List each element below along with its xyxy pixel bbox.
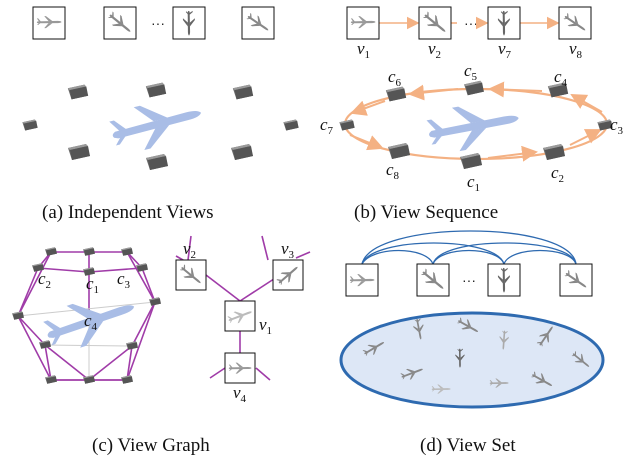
ellipsis: ··· bbox=[151, 15, 165, 31]
camera-label: c1 bbox=[467, 172, 480, 194]
camera-icon bbox=[83, 247, 95, 256]
view-node bbox=[224, 300, 256, 332]
caption-b: (b) View Sequence bbox=[354, 202, 498, 223]
view-label: v2 bbox=[183, 239, 196, 261]
camera-icon bbox=[388, 143, 410, 159]
camera-icon bbox=[283, 119, 299, 131]
view-label: v7 bbox=[498, 39, 512, 61]
caption-c: (c) View Graph bbox=[92, 435, 210, 456]
camera-label: c4 bbox=[84, 311, 98, 333]
camera-icon bbox=[45, 375, 57, 384]
view-thumbnail bbox=[418, 6, 452, 40]
view-thumbnail bbox=[416, 263, 450, 297]
caption-d: (d) View Set bbox=[420, 435, 516, 456]
view-thumbnail bbox=[487, 6, 521, 40]
view-thumbnail bbox=[172, 6, 206, 40]
camera-icon bbox=[45, 247, 57, 256]
view-label: v1 bbox=[259, 315, 272, 337]
loop-arrow bbox=[569, 129, 602, 146]
camera-icon bbox=[149, 297, 161, 306]
panel-a: ··· (a) Independent Views bbox=[22, 6, 299, 223]
camera-icon bbox=[145, 82, 167, 98]
loop-arrow bbox=[349, 134, 384, 151]
airplane-icon bbox=[107, 91, 207, 157]
view-node bbox=[175, 259, 207, 291]
view-thumbnail bbox=[558, 6, 592, 40]
camera-label: c2 bbox=[551, 163, 564, 185]
camera-label: c7 bbox=[320, 115, 334, 137]
camera-icon bbox=[146, 154, 168, 170]
camera-label: c4 bbox=[554, 67, 568, 89]
view-label: v3 bbox=[281, 239, 295, 261]
view-thumbnail bbox=[103, 6, 137, 40]
view-label: v2 bbox=[428, 39, 441, 61]
view-node bbox=[224, 352, 256, 384]
camera-icon bbox=[339, 119, 355, 131]
camera-label: c8 bbox=[386, 160, 400, 182]
view-thumbnail bbox=[345, 263, 379, 297]
set-links bbox=[361, 230, 577, 265]
camera-icon bbox=[231, 144, 253, 160]
view-set-ellipse bbox=[339, 311, 605, 409]
camera-icon bbox=[12, 311, 24, 320]
panel-c: c2 c1 c3 c4 bbox=[12, 235, 311, 456]
camera-icon bbox=[121, 247, 133, 256]
camera-icon bbox=[22, 119, 38, 131]
camera-icon bbox=[460, 153, 482, 169]
camera-label: c3 bbox=[117, 269, 131, 291]
camera-icon bbox=[121, 375, 133, 384]
camera-label: c6 bbox=[388, 67, 402, 89]
view-thumbnail bbox=[346, 6, 380, 40]
camera-icon bbox=[126, 341, 138, 350]
loop-arrow bbox=[570, 94, 603, 113]
loop-arrow bbox=[488, 81, 543, 98]
loop-arrow bbox=[408, 84, 459, 101]
airplane-icon bbox=[425, 96, 523, 156]
camera-icon bbox=[232, 84, 254, 100]
camera-label: c5 bbox=[464, 61, 478, 83]
view-thumbnail bbox=[487, 263, 521, 297]
camera-icon bbox=[67, 84, 89, 100]
view-label: v8 bbox=[569, 39, 583, 61]
panel-b: ··· v1 v2 v7 v8 bbox=[320, 6, 624, 223]
view-label: v4 bbox=[233, 383, 247, 405]
camera-label: c2 bbox=[38, 269, 51, 291]
camera-label: c3 bbox=[610, 115, 624, 137]
ellipsis: ··· bbox=[464, 15, 478, 31]
loop-arrow bbox=[350, 100, 386, 116]
panel-d: ··· (d) View Set bbox=[339, 230, 605, 456]
view-label: v1 bbox=[357, 39, 370, 61]
view-node bbox=[272, 259, 304, 291]
caption-a: (a) Independent Views bbox=[42, 202, 214, 223]
ellipsis: ··· bbox=[462, 272, 476, 288]
view-thumbnail bbox=[559, 263, 593, 297]
view-thumbnail bbox=[241, 6, 275, 40]
loop-arrow bbox=[487, 145, 538, 162]
camera-icon bbox=[68, 144, 90, 160]
camera-icon bbox=[543, 144, 565, 160]
view-thumbnail bbox=[32, 6, 66, 40]
camera-label: c1 bbox=[86, 274, 99, 296]
